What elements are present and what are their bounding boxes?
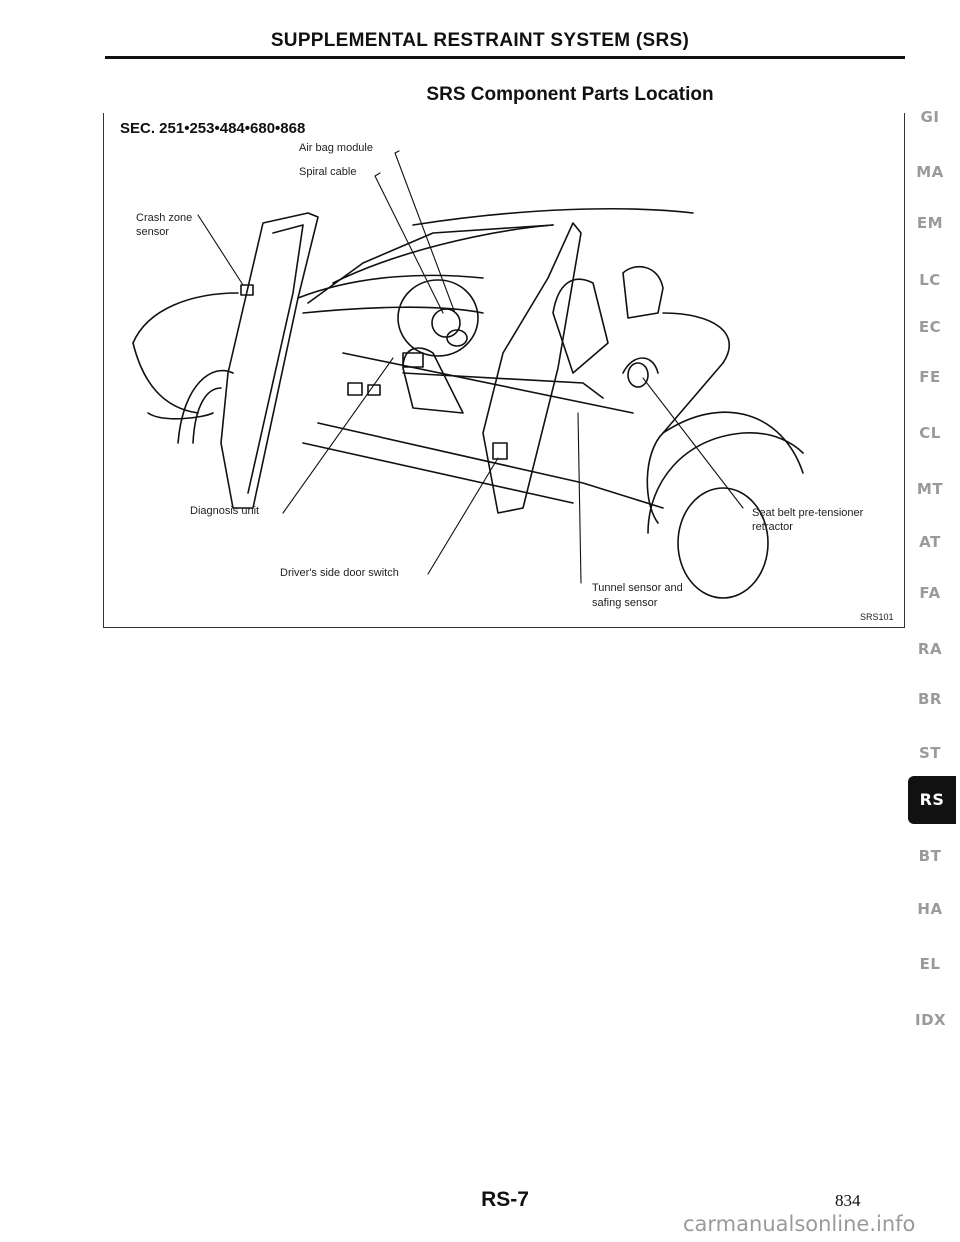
label-drivers-side-door-switch: Driver's side door switch [280,567,399,579]
tab-gi[interactable]: GI [920,108,940,126]
tab-ha[interactable]: HA [917,900,943,918]
tab-mt[interactable]: MT [916,480,944,498]
tab-ma[interactable]: MA [916,163,944,181]
figure-frame [103,113,905,628]
section-code: SEC. 251•253•484•680•868 [120,120,306,137]
tab-ra[interactable]: RA [917,640,943,658]
page-number: 834 [835,1191,861,1210]
tab-bt[interactable]: BT [918,847,942,865]
tab-fa[interactable]: FA [919,584,941,602]
tab-lc[interactable]: LC [919,271,941,289]
section-title: SRS Component Parts Location [426,84,714,105]
label-crash-zone-sensor-line2: sensor [136,226,170,238]
label-seat-belt-pretensioner-line2: retractor [752,521,793,533]
label-air-bag-module: Air bag module [299,142,373,154]
label-spiral-cable: Spiral cable [299,166,357,178]
tab-fe[interactable]: FE [919,368,941,386]
tab-rs-active[interactable]: RS [908,776,956,824]
label-crash-zone-sensor-line1: Crash zone [136,212,193,224]
tab-at[interactable]: AT [919,533,941,551]
tab-st[interactable]: ST [918,744,942,762]
figure-id: SRS101 [860,612,894,622]
tab-cl[interactable]: CL [919,424,941,442]
page-label: RS-7 [481,1188,529,1211]
tab-br[interactable]: BR [918,690,942,708]
watermark: carmanualsonline.info [683,1212,916,1236]
label-diagnosis-unit: Diagnosis unit [190,505,260,517]
label-tunnel-sensor-line2: safing sensor [592,597,658,609]
srs-component-diagram [132,150,804,599]
tab-em[interactable]: EM [916,214,944,232]
tab-el[interactable]: EL [919,955,941,973]
label-seat-belt-pretensioner-line1: Seat belt pre-tensioner [752,507,864,519]
page-header-title: SUPPLEMENTAL RESTRAINT SYSTEM (SRS) [270,30,690,51]
tab-idx[interactable]: IDX [915,1011,947,1029]
tab-ec[interactable]: EC [918,318,942,336]
label-tunnel-sensor-line1: Tunnel sensor and [592,582,683,594]
header-rule [105,56,905,59]
